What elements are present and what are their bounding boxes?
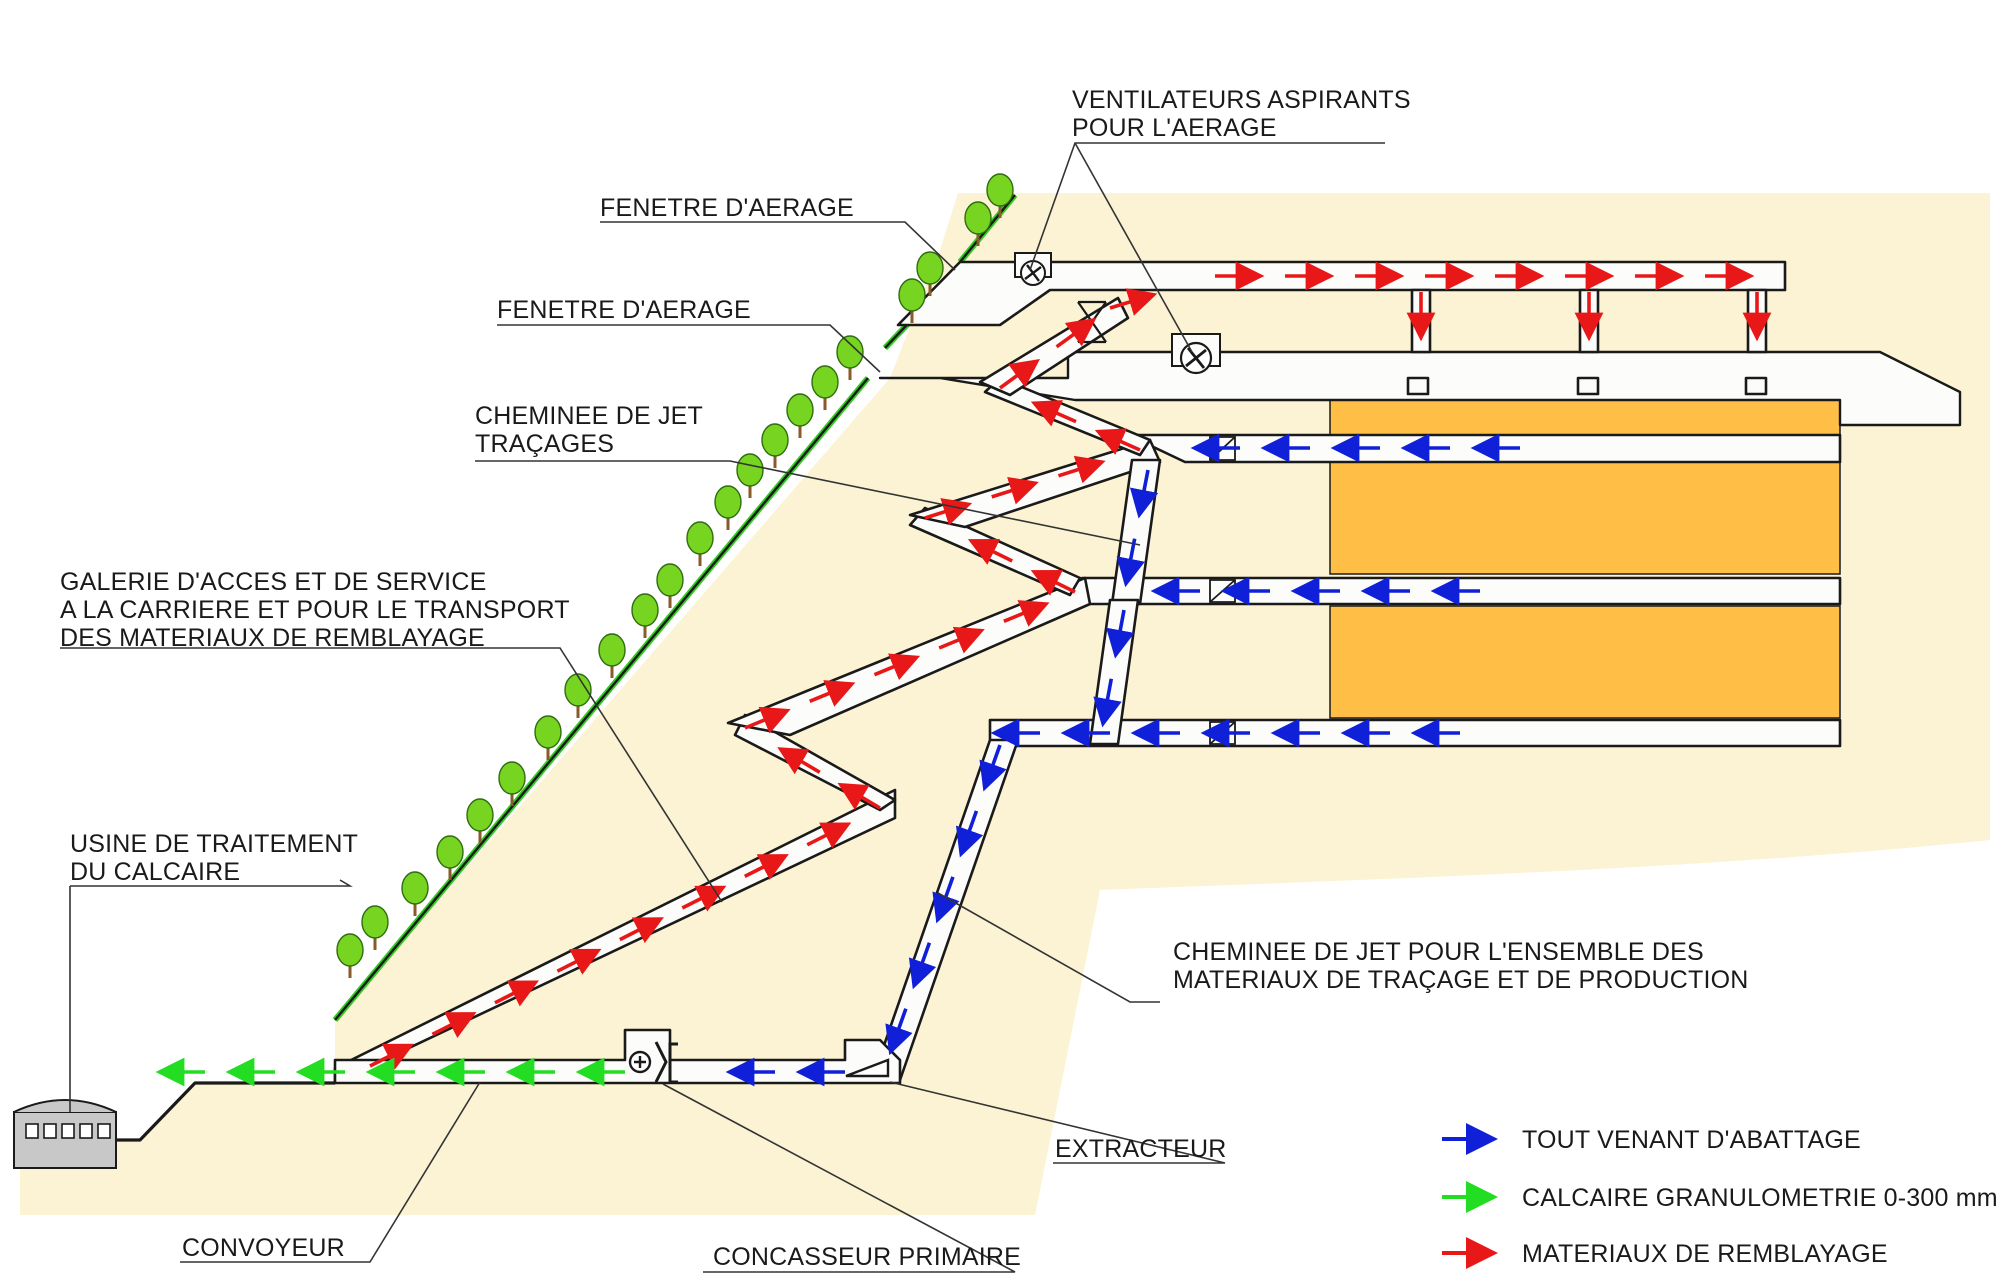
legend-label-blue: TOUT VENANT D'ABATTAGE xyxy=(1522,1126,1861,1154)
extractor-icon xyxy=(845,1058,890,1078)
flow-arrow-red xyxy=(777,747,821,775)
flow-arrow-blue xyxy=(1116,538,1145,588)
tree-icon xyxy=(836,335,864,380)
label-ventilateurs-line2: POUR L'AERAGE xyxy=(1072,114,1277,142)
flow-arrow-red xyxy=(938,626,985,654)
flow-arrow-red xyxy=(431,1012,477,1038)
tree-icon xyxy=(898,278,926,323)
flow-arrow-red xyxy=(494,980,540,1007)
flow-arrow-red xyxy=(1109,288,1158,316)
label-cheminee-ensemble-line2: MATERIAUX DE TRAÇAGE ET DE PRODUCTION xyxy=(1173,966,1749,994)
flow-arrow-red xyxy=(837,782,881,810)
flow-arrow-red xyxy=(924,498,973,526)
fan-icon xyxy=(1014,252,1052,286)
label-fenetre-haut: FENETRE D'AERAGE xyxy=(600,194,854,222)
flow-arrow-red xyxy=(991,476,1039,505)
flow-arrows xyxy=(155,261,1772,1087)
tree-icon xyxy=(736,453,764,498)
legend-label-green: CALCAIRE GRANULOMETRIE 0-300 mm xyxy=(1522,1184,1998,1212)
tree-icon xyxy=(786,393,814,438)
tree-icon xyxy=(916,251,944,296)
tree-icon xyxy=(686,521,714,566)
ore-body-lower xyxy=(1329,605,1841,719)
flow-arrow-blue xyxy=(1106,609,1135,659)
label-extracteur: EXTRACTEUR xyxy=(1055,1135,1226,1163)
flow-arrow-red xyxy=(998,358,1040,390)
legend: TOUT VENANT D'ABATTAGE CALCAIRE GRANULOM… xyxy=(1442,1123,1998,1269)
label-cheminee-tracages-line1: CHEMINEE DE JET xyxy=(475,402,703,430)
flow-arrow-blue xyxy=(1093,678,1122,728)
label-concasseur: CONCASSEUR PRIMAIRE xyxy=(713,1243,1021,1271)
flow-arrow-blue xyxy=(979,744,1007,792)
legend-label-red: MATERIAUX DE REMBLAYAGE xyxy=(1522,1240,1888,1268)
tree-icon xyxy=(336,933,364,978)
tree-icon xyxy=(498,761,526,806)
tree-icon xyxy=(714,485,742,530)
tree-icon xyxy=(466,798,494,843)
flow-arrow-red xyxy=(619,917,664,944)
tree-icon xyxy=(361,905,389,950)
ore-body-top xyxy=(1329,394,1841,436)
flow-arrow-red xyxy=(809,680,856,707)
tree-icon xyxy=(811,365,839,410)
label-fenetre-bas: FENETRE D'AERAGE xyxy=(497,296,751,324)
leader-lines xyxy=(60,142,1385,1273)
label-galerie-line1: GALERIE D'ACCES ET DE SERVICE xyxy=(60,568,486,596)
tree-icon xyxy=(761,423,789,468)
flow-arrow-red xyxy=(1094,428,1141,455)
labels: VENTILATEURS ASPIRANTS POUR L'AERAGE FEN… xyxy=(60,86,1749,1271)
trees xyxy=(336,173,1014,978)
label-galerie-line2: A LA CARRIERE ET POUR LE TRANSPORT xyxy=(60,596,570,624)
tree-icon xyxy=(631,593,659,638)
label-cheminee-tracages-line2: TRAÇAGES xyxy=(475,430,614,458)
flow-arrow-blue xyxy=(1129,469,1159,519)
flow-arrow-blue xyxy=(955,810,984,858)
flow-arrow-red xyxy=(1057,455,1106,484)
building-icon xyxy=(13,1099,117,1169)
tree-icon xyxy=(986,173,1014,218)
flow-arrow-blue xyxy=(908,942,937,990)
flow-arrow-red xyxy=(1003,600,1050,627)
flow-arrow-blue xyxy=(885,1008,913,1056)
label-cheminee-ensemble-line1: CHEMINEE DE JET POUR L'ENSEMBLE DES xyxy=(1173,938,1704,966)
tree-icon xyxy=(598,633,626,678)
label-usine-line2: DU CALCAIRE xyxy=(70,858,240,886)
flow-arrow-red xyxy=(556,948,602,975)
flow-arrow-red xyxy=(1055,317,1097,349)
tree-icon xyxy=(436,835,464,880)
label-ventilateurs-line1: VENTILATEURS ASPIRANTS xyxy=(1072,86,1411,114)
tree-icon xyxy=(401,871,429,916)
flow-arrow-red xyxy=(744,706,791,734)
flow-arrow-red xyxy=(873,653,921,681)
tree-icon xyxy=(656,563,684,608)
tree-icon xyxy=(964,201,992,246)
flow-arrow-red xyxy=(967,539,1014,565)
tree-icon xyxy=(564,673,592,718)
tree-icon xyxy=(534,715,562,760)
flow-arrow-red xyxy=(806,822,852,849)
ore-body-middle xyxy=(1329,461,1841,575)
label-convoyeur: CONVOYEUR xyxy=(182,1234,345,1262)
flow-arrow-red xyxy=(1030,400,1077,427)
fan-icon xyxy=(1171,333,1221,375)
label-usine-line1: USINE DE TRAITEMENT xyxy=(70,830,358,858)
flow-arrow-red xyxy=(1030,569,1076,596)
flow-arrow-red xyxy=(743,854,789,880)
crusher-icon xyxy=(628,1041,678,1084)
label-galerie-line3: DES MATERIAUX DE REMBLAYAGE xyxy=(60,624,485,652)
